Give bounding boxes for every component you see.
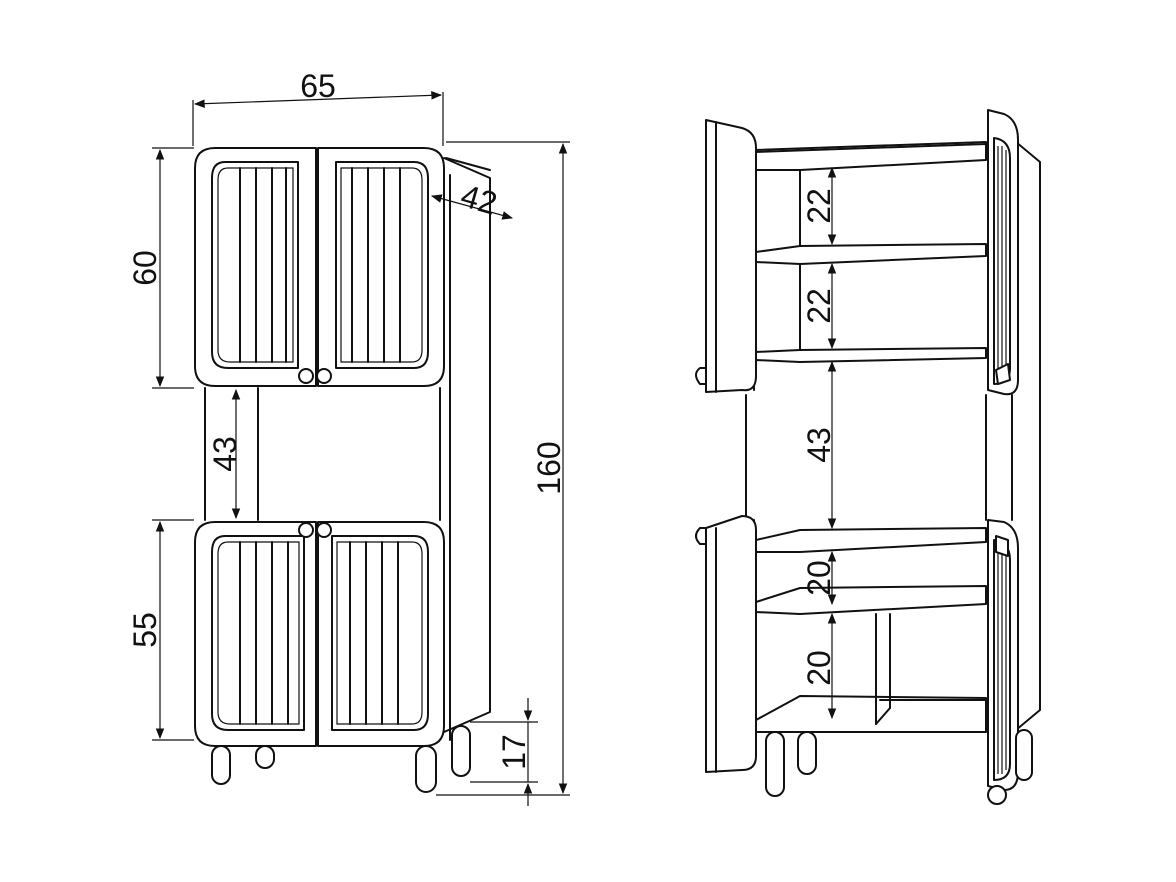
shelf-gap-1-label: 22 [801, 188, 837, 224]
open-lower-right-door [987, 519, 1019, 791]
lower-gap-2-label: 20 [801, 650, 837, 686]
knob-icon [316, 522, 332, 538]
open-upper-right-door [987, 109, 1019, 396]
shelf-gap-2-label: 22 [801, 288, 837, 324]
lower-height-label: 55 [127, 612, 163, 648]
knob-icon [316, 368, 332, 384]
open-height-label: 43 [207, 436, 243, 472]
lower-gap-1-label: 20 [801, 560, 837, 596]
shelves [753, 143, 987, 733]
open-gap-label: 43 [801, 427, 837, 463]
depth-label: 42 [457, 177, 501, 221]
upper-right-door [317, 147, 445, 387]
legs [211, 725, 471, 793]
leg-height-label: 17 [496, 734, 532, 770]
knob-icon [298, 522, 314, 538]
upper-height-label: 60 [127, 250, 163, 286]
lower-right-door [317, 521, 445, 747]
open-upper-left-door [695, 119, 757, 393]
width-label: 65 [300, 68, 336, 104]
total-height-label: 160 [531, 441, 567, 494]
knob-icon [298, 368, 314, 384]
lower-left-door [194, 521, 317, 747]
open-view: 22 22 43 20 20 [695, 109, 1041, 805]
open-lower-left-door [695, 515, 757, 773]
open-view-legs [765, 729, 1033, 805]
front-view: 65 42 60 43 55 160 17 [127, 68, 570, 806]
upper-left-door [194, 147, 317, 387]
